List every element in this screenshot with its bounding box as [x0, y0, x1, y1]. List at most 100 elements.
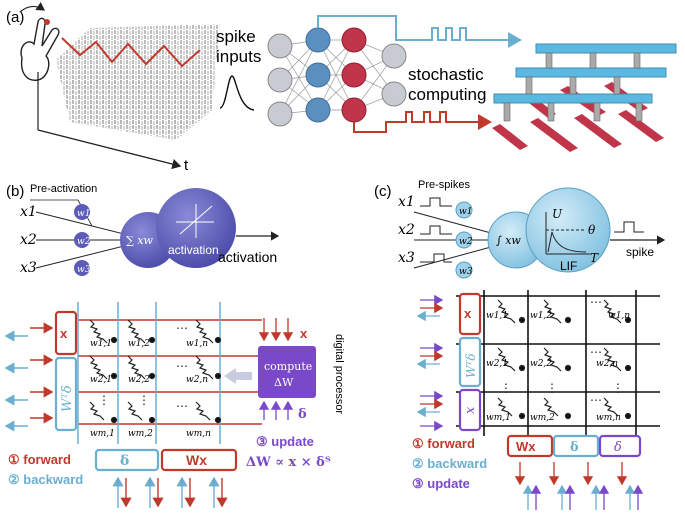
cell-w12-b: w1,2 — [128, 339, 150, 349]
wx-box-c — [506, 434, 554, 458]
lif-T-label: T — [590, 251, 599, 265]
update-eq-b: ΔW ∝ x × δᵀ — [246, 455, 331, 470]
memristor-cells-c — [497, 299, 632, 420]
left-arrows-c — [416, 294, 444, 432]
wx-label-b: Wx — [186, 452, 207, 468]
sum-label-b: ∑ xw — [126, 234, 154, 247]
lif-theta-label: θ — [588, 223, 596, 237]
weight-w1-c: w1 — [459, 207, 472, 217]
processor-side-label: digital processor — [333, 334, 345, 414]
x-update-box-c — [458, 388, 482, 432]
digital-processor-box — [258, 346, 316, 398]
sum-label-c: ∫ xw — [496, 234, 521, 247]
cell-w2n-c: w2,n — [596, 359, 618, 369]
crossbar-grid-c: w1,1 w1,2 w1,n w2,1 w2,2 w2,n wm,1 wm,2 … — [456, 290, 660, 436]
legend-forward-b: ① forward — [8, 452, 71, 467]
time-axis-label: t — [184, 157, 189, 174]
wtd-label-b: Wᵀδ — [60, 385, 75, 412]
weight-w3-c: w3 — [459, 267, 473, 277]
svg-text:⋮: ⋮ — [546, 381, 558, 395]
svg-text:⋮: ⋮ — [98, 393, 110, 407]
panel-a-label: (a) — [6, 9, 24, 26]
memristor-cells-b — [89, 319, 222, 424]
lif-label: LIF — [560, 259, 577, 273]
output-spike-icon — [614, 221, 644, 233]
wtd-box-c — [458, 336, 482, 388]
cell-wm1-b: wm,1 — [90, 429, 115, 439]
svg-text:⋮: ⋮ — [500, 381, 512, 395]
cell-w11-b: w1,1 — [90, 339, 112, 349]
wtd-label-c: Wᵀδ — [464, 353, 478, 378]
delta-update-label-c: δ — [614, 440, 622, 455]
event-point-cloud — [56, 24, 220, 140]
svg-text:⋮: ⋮ — [612, 381, 624, 395]
svg-text:⋯: ⋯ — [176, 359, 188, 373]
processor-title: compute — [264, 360, 312, 373]
cell-wm2-c: wm,2 — [530, 413, 555, 423]
svg-text:⋯: ⋯ — [590, 345, 602, 359]
cell-w21-b: w2,1 — [90, 375, 112, 385]
delta-update-box-c — [598, 434, 642, 458]
trajectory-line — [61, 37, 201, 68]
input-x3-b: x3 — [20, 260, 37, 276]
cell-wmn-b: wm,n — [186, 429, 211, 439]
processor-arrows-top — [258, 318, 294, 342]
x-input-box-c — [458, 292, 482, 336]
cell-w1n-c: w1,n — [608, 311, 630, 321]
update-line-b: ③ update — [256, 434, 314, 449]
legend-forward-c: ① forward — [412, 436, 475, 451]
crossbar-3d — [492, 43, 677, 152]
activation-output-label: activation — [218, 249, 277, 265]
input-x1-b: x1 — [20, 204, 37, 220]
spike-inputs-line1: spike — [216, 27, 256, 46]
pre-spikes-label: Pre-spikes — [418, 179, 470, 191]
weight-w2-c: w2 — [459, 237, 473, 247]
cell-w11-c: w1,1 — [486, 311, 508, 321]
neural-network — [279, 39, 395, 115]
stochastic-line2: computing — [408, 85, 486, 104]
blue-spike-route — [317, 15, 522, 48]
cell-w1n-b: w1,n — [186, 339, 208, 349]
delta-label-c: δ — [570, 440, 579, 455]
hand-gesture-icon — [19, 2, 60, 81]
weight-w3-b: w3 — [77, 265, 91, 275]
spike-output-label: spike — [626, 245, 654, 259]
left-arrows-b — [4, 322, 54, 432]
bottom-arrows-c — [514, 462, 644, 510]
weight-nodes-c: w1 w2 w3 — [455, 201, 473, 279]
svg-text:⋮: ⋮ — [138, 393, 150, 407]
cell-w22-c: w2,2 — [530, 359, 552, 369]
lif-plot-icon — [545, 212, 590, 255]
svg-text:⋯: ⋯ — [590, 295, 602, 309]
panel-a: (a) t spike inputs — [6, 2, 677, 174]
input-x2-b: x2 — [20, 232, 37, 248]
bottom-arrows-b — [112, 476, 228, 508]
cell-w12-c: w1,2 — [530, 311, 552, 321]
cell-wm1-c: wm,1 — [486, 413, 511, 423]
time-axis: t — [37, 72, 189, 174]
weight-nodes-b: w1 w2 w3 — [74, 204, 91, 276]
delta-label-b: δ — [120, 453, 129, 469]
svg-text:⋯: ⋯ — [176, 399, 188, 413]
x-update-label-c: x — [463, 406, 478, 414]
lif-U-label: U — [552, 207, 563, 221]
activation-plot-icon — [176, 204, 214, 238]
x-input-label-b: x — [60, 326, 68, 341]
wx-box-b — [160, 448, 238, 472]
proc-x-label: x — [300, 326, 308, 341]
cell-w21-c: w2,1 — [486, 359, 508, 369]
input-x2-c: x2 — [398, 222, 415, 238]
spike-waveform-icon — [219, 75, 255, 111]
x-input-label-c: x — [464, 306, 472, 321]
activation-node-label: activation — [168, 243, 219, 257]
cell-w2n-b: w2,n — [186, 375, 208, 385]
legend-backward-c: ② backward — [412, 456, 487, 471]
legend-update-c: ③ update — [412, 476, 470, 491]
input-x3-c: x3 — [398, 250, 415, 266]
panel-c-label: (c) — [374, 183, 392, 200]
processor-sub: ΔW — [274, 376, 294, 389]
panel-b: (b) Pre-activation x1 x2 x3 w1 w2 w3 ∑ x… — [4, 183, 345, 508]
red-spike-route — [353, 111, 492, 133]
processor-arrows-bottom — [258, 400, 294, 420]
delta-box-c — [552, 434, 600, 458]
